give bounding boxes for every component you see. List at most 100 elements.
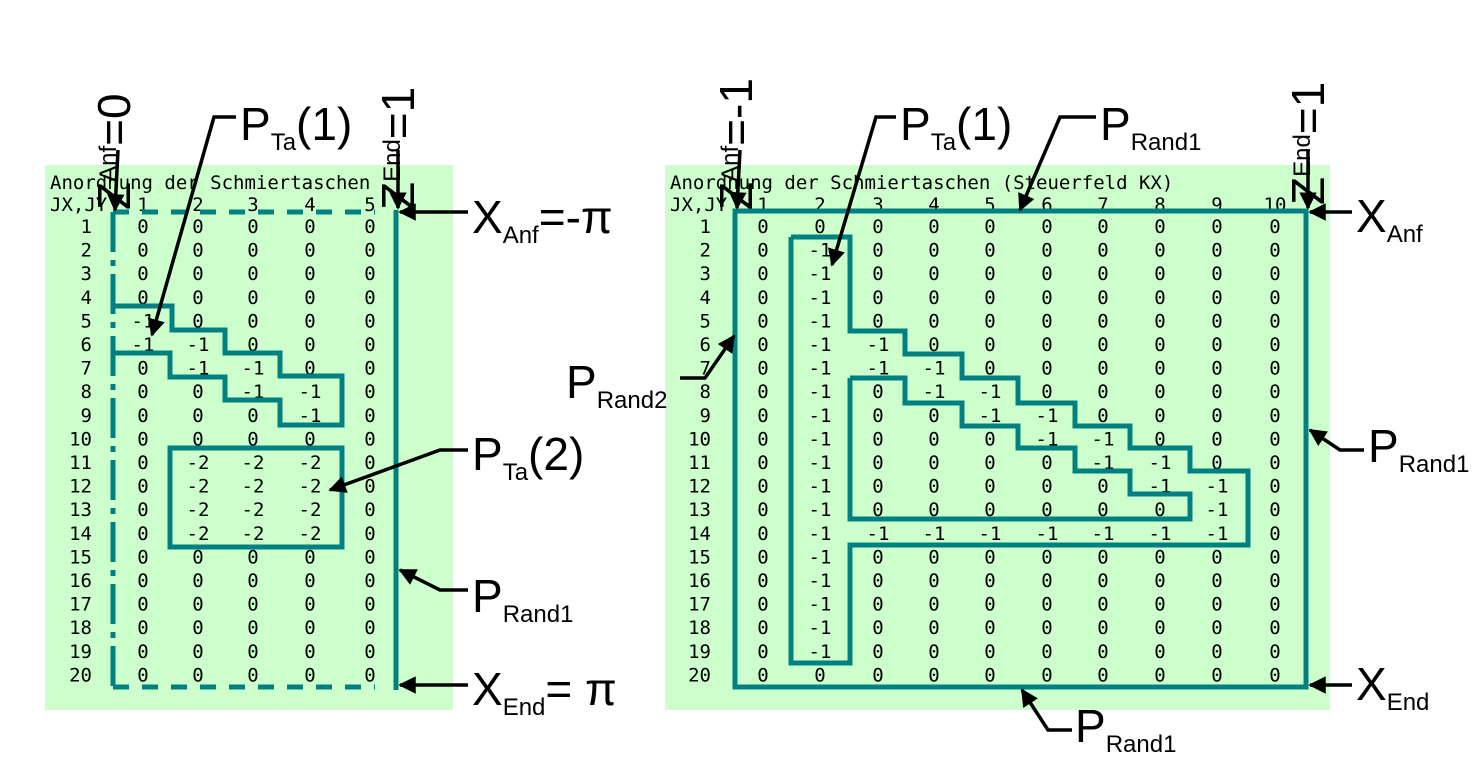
- left-matrix-cell: 0: [137, 617, 148, 639]
- left-row-label: 12: [69, 476, 92, 498]
- right-matrix-cell: -1: [809, 428, 832, 450]
- right-matrix-cell: 0: [928, 452, 939, 474]
- left-matrix-cell: 0: [247, 310, 258, 332]
- right-row-label: 11: [688, 452, 711, 474]
- left-matrix-cell: -2: [242, 452, 265, 474]
- right-matrix-cell: 0: [984, 287, 995, 309]
- right-matrix-cell: 0: [1269, 617, 1280, 639]
- left-row-label: 20: [69, 664, 92, 686]
- right-matrix-cell: -1: [809, 523, 832, 545]
- right-matrix-cell: 0: [872, 263, 883, 285]
- right-matrix-cell: 0: [1211, 428, 1222, 450]
- right-matrix-cell: -1: [1149, 452, 1172, 474]
- left-matrix-cell: 0: [137, 240, 148, 262]
- right-matrix-cell: -1: [809, 570, 832, 592]
- right-matrix-cell: 0: [872, 310, 883, 332]
- right-matrix-cell: 0: [1269, 381, 1280, 403]
- left-matrix-cell: 0: [137, 523, 148, 545]
- right-matrix-cell: 0: [1041, 240, 1052, 262]
- right-matrix-cell: 0: [928, 428, 939, 450]
- right-label-x-anf: XAnf: [1356, 190, 1423, 248]
- left-matrix-cell: -1: [242, 358, 265, 380]
- left-matrix-cell: 0: [137, 499, 148, 521]
- right-matrix-cell: 0: [1211, 641, 1222, 663]
- left-matrix-cell: 0: [247, 240, 258, 262]
- left-matrix-cell: 0: [137, 428, 148, 450]
- right-matrix-cell: 0: [1154, 216, 1165, 238]
- left-matrix-cell: 0: [247, 216, 258, 238]
- right-row-label: 8: [700, 381, 711, 403]
- right-matrix-cell: 0: [1097, 546, 1108, 568]
- left-z-anf-arrow: [107, 149, 125, 212]
- right-matrix-cell: 0: [1097, 594, 1108, 616]
- left-label-p-rand1: PRand1: [472, 570, 573, 628]
- right-matrix-cell: 0: [757, 523, 768, 545]
- right-matrix-cell: 0: [1211, 263, 1222, 285]
- right-matrix-cell: -1: [867, 334, 890, 356]
- right-matrix-cell: 0: [984, 240, 995, 262]
- left-matrix-cell: 0: [364, 287, 375, 309]
- right-inner-pocket-outline: [847, 375, 1193, 522]
- left-row-label: 3: [81, 263, 92, 285]
- right-matrix-cell: -1: [1036, 405, 1059, 427]
- right-matrix-cell: -1: [809, 287, 832, 309]
- left-matrix-cell: 0: [192, 310, 203, 332]
- right-matrix-cell: 0: [872, 570, 883, 592]
- right-matrix-cell: 0: [1041, 499, 1052, 521]
- left-row-label: 8: [81, 381, 92, 403]
- left-matrix-cell: 0: [137, 546, 148, 568]
- right-matrix-cell: 0: [1211, 546, 1222, 568]
- left-pta1-arrow: [147, 115, 236, 337]
- right-matrix-cell: 0: [1211, 405, 1222, 427]
- right-p-rand1-bottom-arrow: [1020, 688, 1072, 732]
- right-matrix-cell: -1: [867, 523, 890, 545]
- right-matrix-cell: -1: [1036, 428, 1059, 450]
- right-row-label: 20: [688, 664, 711, 686]
- right-matrix-cell: 0: [984, 617, 995, 639]
- left-row-label: 1: [81, 216, 92, 238]
- right-matrix-cell: 0: [757, 664, 768, 686]
- right-matrix-cell: 0: [1097, 617, 1108, 639]
- right-matrix-cell: -1: [979, 405, 1002, 427]
- right-matrix-cell: 0: [984, 499, 995, 521]
- right-col-label: 9: [1211, 194, 1222, 216]
- left-title: Anordnung der Schmiertaschen: [50, 172, 370, 194]
- left-col-label: 4: [304, 194, 315, 216]
- left-matrix-cell: 0: [192, 546, 203, 568]
- left-matrix-cell: 0: [137, 476, 148, 498]
- left-matrix-cell: 0: [364, 263, 375, 285]
- left-matrix-cell: 0: [247, 546, 258, 568]
- right-matrix-cell: 0: [1041, 664, 1052, 686]
- right-matrix-cell: 0: [757, 240, 768, 262]
- right-matrix-cell: 0: [928, 476, 939, 498]
- left-matrix-cell: 0: [192, 263, 203, 285]
- left-matrix-cell: 0: [364, 594, 375, 616]
- left-matrix-cell: 0: [192, 594, 203, 616]
- right-matrix-cell: 0: [1154, 287, 1165, 309]
- left-matrix-cell: 0: [364, 546, 375, 568]
- left-row-label: 5: [81, 310, 92, 332]
- right-col-label: 1: [757, 194, 768, 216]
- right-matrix-cell: 0: [984, 594, 995, 616]
- right-matrix-cell: -1: [923, 358, 946, 380]
- left-matrix-cell: 0: [364, 310, 375, 332]
- right-matrix-cell: 0: [1154, 570, 1165, 592]
- right-matrix-cell: 0: [1211, 452, 1222, 474]
- right-matrix-cell: 0: [1041, 570, 1052, 592]
- left-row-label: 13: [69, 499, 92, 521]
- right-label-p-rand1-right: PRand1: [1368, 420, 1469, 478]
- right-matrix-cell: 0: [928, 334, 939, 356]
- right-matrix-cell: 0: [928, 570, 939, 592]
- right-matrix-cell: 0: [1097, 381, 1108, 403]
- right-matrix-cell: 0: [1041, 310, 1052, 332]
- right-matrix-cell: 0: [1269, 428, 1280, 450]
- left-matrix-cell: 0: [304, 287, 315, 309]
- right-matrix-cell: -1: [809, 334, 832, 356]
- right-matrix-cell: 0: [1269, 405, 1280, 427]
- right-pta1-arrow: [828, 115, 896, 267]
- left-matrix-cell: -2: [242, 476, 265, 498]
- right-matrix-cell: 0: [1154, 617, 1165, 639]
- right-col-label: 4: [928, 194, 939, 216]
- left-matrix-cell: 0: [192, 570, 203, 592]
